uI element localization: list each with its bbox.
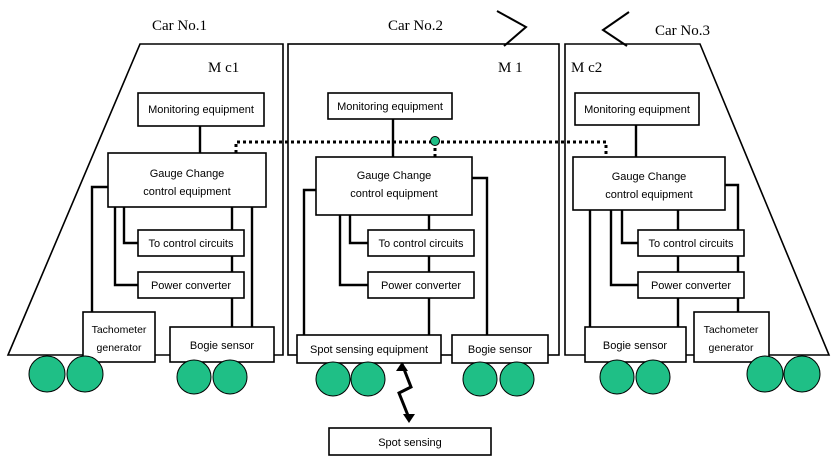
car-2-label: Car No.2: [388, 18, 443, 34]
link-arrow-down-icon: [403, 414, 415, 423]
wireless-link-icon: [397, 363, 413, 419]
car-1: Car No.1 M c1 Monitoring equipment Gauge…: [6, 18, 284, 363]
car-2-wire-spot: [302, 188, 316, 335]
car-3-code: M c2: [571, 60, 602, 76]
train-line-network: [234, 136, 608, 157]
car-3-coupler-mark: [601, 11, 630, 47]
car-3-power-box: [637, 271, 745, 299]
car-2-wire-bogie-b: [472, 176, 489, 335]
car-2-monitoring-label: Monitoring equipment: [337, 101, 443, 113]
car-1-circuits-label: To control circuits: [149, 238, 234, 250]
car-1-circuits-box: [137, 229, 245, 257]
car-3-tacho-line1: Tachometer: [704, 324, 759, 336]
car-1-gauge-box: [107, 152, 267, 208]
car-2-circuits-box: [367, 229, 475, 257]
car-3-bogie-box: [584, 326, 687, 363]
car-3-power-label: Power converter: [651, 280, 731, 292]
wheel-car1-4: [212, 359, 248, 395]
wheel-car3-1: [599, 359, 635, 395]
car-1-tacho-line2: generator: [97, 342, 142, 354]
wheel-car1-2: [66, 355, 104, 393]
car-3-gauge-box: [572, 156, 726, 211]
wheel-car1-1: [28, 355, 66, 393]
car-1-bogie-box: [169, 326, 275, 363]
car-2-gauge-line1: Gauge Change: [357, 170, 432, 182]
spot-sensing-link: Spot sensing: [328, 362, 492, 456]
car-2-spot-label: Spot sensing equipment: [310, 344, 428, 356]
car-2-wire-circuits: [348, 215, 368, 245]
wheel-car3-3: [746, 355, 784, 393]
car-3-wire-circuits: [620, 210, 638, 245]
spot-sensing-label: Spot sensing: [378, 437, 442, 449]
car-3-gauge-line2: control equipment: [605, 189, 692, 201]
car-1-label: Car No.1: [152, 18, 207, 34]
car-3-monitoring-box: [574, 92, 700, 126]
car-3-circuits-label: To control circuits: [649, 238, 734, 250]
car-3-tacho-box: [693, 311, 770, 363]
wheel-car2-1: [315, 361, 351, 397]
car-1-power-label: Power converter: [151, 280, 231, 292]
car-1-gauge-line1: Gauge Change: [150, 168, 225, 180]
car-1-power-box: [137, 271, 245, 299]
car-3-gauge-line1: Gauge Change: [612, 171, 687, 183]
car-1-bogie-label: Bogie sensor: [190, 340, 255, 352]
car-2-bogie-label: Bogie sensor: [468, 344, 533, 356]
car-2-power-label: Power converter: [381, 280, 461, 292]
car-2-gauge-line2: control equipment: [350, 188, 437, 200]
car-1-wire-tacho: [90, 185, 108, 312]
wheel-car2-3: [462, 361, 498, 397]
wheels: [28, 355, 821, 397]
car-1-wire-power: [113, 207, 138, 287]
car-2-gauge-box: [315, 156, 473, 216]
car-3-circuits-box: [637, 229, 745, 257]
wheel-car3-2: [635, 359, 671, 395]
car-1-tacho-box: [82, 311, 156, 363]
car-2-circuits-label: To control circuits: [379, 238, 464, 250]
wheel-car1-3: [176, 359, 212, 395]
car-3-tacho-line2: generator: [709, 342, 754, 354]
car-2-wire-power: [338, 215, 368, 287]
car-1-tacho-line1: Tachometer: [92, 324, 147, 336]
wheel-car2-4: [499, 361, 535, 397]
car-3-monitoring-label: Monitoring equipment: [584, 104, 690, 116]
car-2: Car No.2 M 1 Monitoring equipment Gauge …: [287, 10, 560, 364]
car-2-monitoring-box: [327, 92, 453, 120]
car-1-monitoring-box: [137, 92, 265, 127]
car-3-bogie-label: Bogie sensor: [603, 340, 668, 352]
car-3-wire-power: [609, 210, 638, 287]
car-2-spot-box: [296, 334, 442, 364]
wheel-car3-4: [783, 355, 821, 393]
car-1-code: M c1: [208, 60, 239, 76]
car-2-coupler-mark: [496, 10, 528, 47]
car-3-label: Car No.3: [655, 23, 710, 39]
car-3: Car No.3 M c2 Monitoring equipment Gauge…: [564, 11, 831, 363]
car-1-gauge-line2: control equipment: [143, 186, 230, 198]
car-2-bogie-box: [451, 334, 549, 364]
link-arrow-up-icon: [396, 362, 408, 371]
car-2-code: M 1: [498, 60, 523, 76]
train-line-junction-dot: [430, 136, 440, 146]
wheel-car2-2: [350, 361, 386, 397]
car-1-wire-circuits: [122, 207, 138, 245]
car-1-monitoring-label: Monitoring equipment: [148, 104, 254, 116]
spot-sensing-box: [328, 427, 492, 456]
car-2-power-box: [367, 271, 475, 299]
car-3-wire-tacho: [725, 183, 740, 312]
